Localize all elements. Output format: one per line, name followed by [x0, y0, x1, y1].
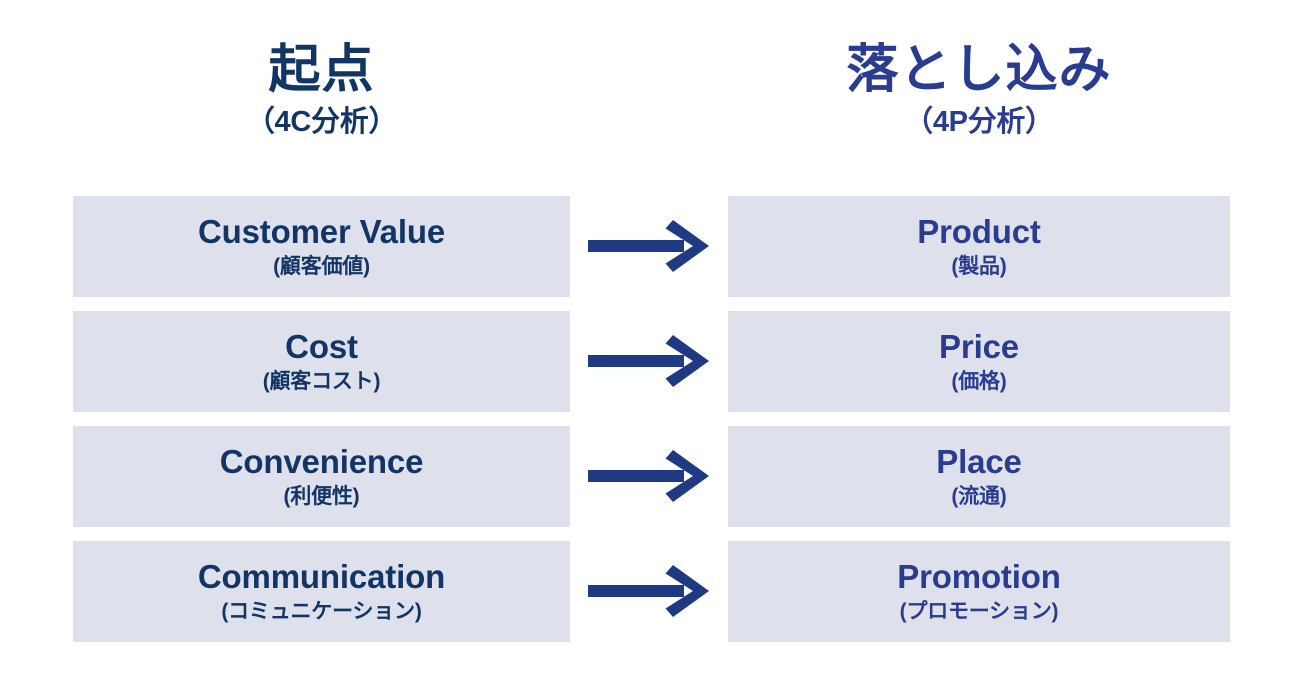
left-column-header: 起点 （4C分析）	[73, 44, 570, 137]
four-c-label-en: Cost	[285, 327, 358, 365]
four-p-label-en: Promotion	[897, 557, 1061, 595]
arrow-right-icon	[588, 329, 712, 393]
four-c-label-en: Customer Value	[197, 212, 446, 250]
four-p-label-jp: (製品)	[951, 255, 1007, 279]
four-c-label-en: Convenience	[219, 442, 424, 480]
four-p-label-jp: (流通)	[951, 485, 1007, 509]
left-column-subheading: （4C分析）	[245, 106, 398, 138]
four-c-label-jp: (顧客価値)	[273, 255, 370, 279]
four-c-box-convenience[interactable]: Convenience (利便性)	[73, 426, 570, 527]
right-column-heading: 落とし込み	[846, 41, 1112, 99]
four-c-box-customer-value[interactable]: Customer Value (顧客価値)	[73, 196, 570, 297]
left-column-heading: 起点	[268, 41, 375, 99]
mapping-row: Convenience (利便性) Place (流通)	[0, 426, 1300, 527]
right-column-header: 落とし込み （4P分析）	[728, 44, 1230, 137]
four-c-label-jp: (コミュニケーション)	[221, 600, 422, 624]
four-p-label-en: Price	[939, 327, 1019, 365]
four-p-box-place[interactable]: Place (流通)	[728, 426, 1230, 527]
mapping-row: Customer Value (顧客価値) Product (製品)	[0, 196, 1300, 297]
mapping-row: Communication (コミュニケーション) Promotion (プロモ…	[0, 541, 1300, 642]
four-p-label-jp: (価格)	[951, 370, 1007, 394]
four-c-label-en: Communication	[197, 557, 446, 595]
four-p-label-en: Product	[917, 212, 1041, 250]
arrow-right-icon	[588, 214, 712, 278]
arrow-right-icon	[588, 444, 712, 508]
four-c-label-jp: (顧客コスト)	[262, 370, 381, 394]
four-p-box-promotion[interactable]: Promotion (プロモーション)	[728, 541, 1230, 642]
four-c-box-communication[interactable]: Communication (コミュニケーション)	[73, 541, 570, 642]
four-p-label-jp: (プロモーション)	[899, 600, 1059, 624]
right-column-subheading: （4P分析）	[904, 106, 1054, 138]
four-c-box-cost[interactable]: Cost (顧客コスト)	[73, 311, 570, 412]
four-p-box-product[interactable]: Product (製品)	[728, 196, 1230, 297]
four-c-label-jp: (利便性)	[283, 485, 360, 509]
four-p-box-price[interactable]: Price (価格)	[728, 311, 1230, 412]
arrow-right-icon	[588, 559, 712, 623]
four-p-label-en: Place	[936, 442, 1022, 480]
mapping-row: Cost (顧客コスト) Price (価格)	[0, 311, 1300, 412]
